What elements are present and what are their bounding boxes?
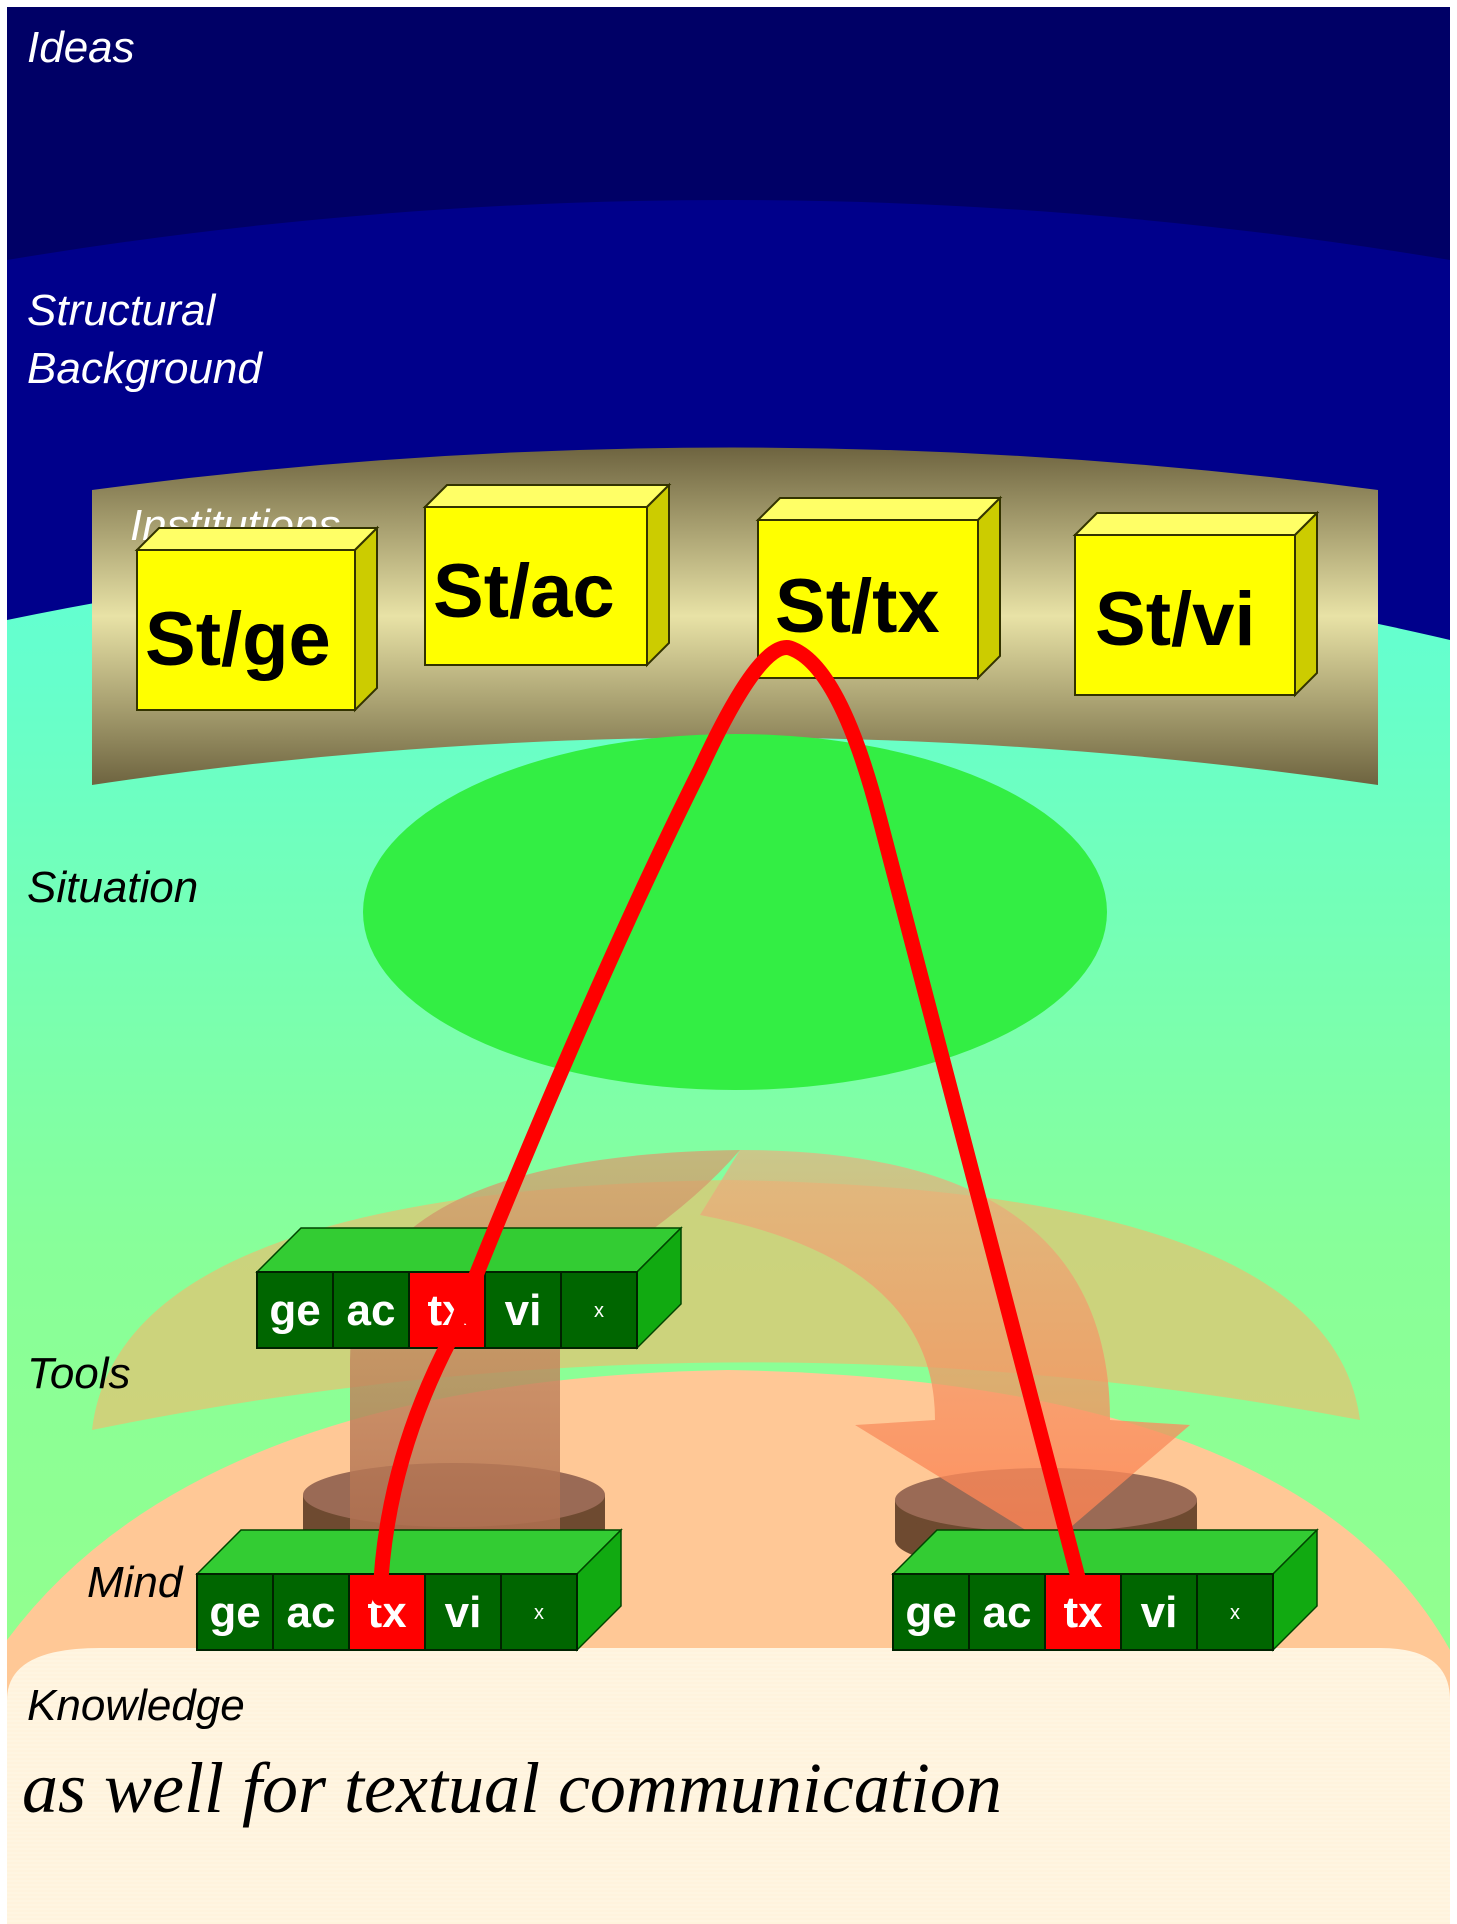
bar-cell-x [1196,1573,1274,1651]
knowledge-stripes [7,1648,1450,1924]
bar-cell-label-ac: ac [287,1588,336,1637]
bar-cell-label-ge: ge [905,1588,956,1637]
institution-boxes: St/ge St/ac St/tx St/vi [134,482,1320,713]
layer-label-knowledge: Knowledge [27,1681,245,1730]
institution-label: St/vi [1095,577,1256,662]
layer-label-structural: Structural [27,286,217,335]
bar-cell-label-x: x [534,1602,544,1624]
bar-cell-label-x: x [1230,1602,1240,1624]
bar-cell-label-ge: ge [269,1286,320,1335]
bar-cell-label-ge: ge [209,1588,260,1637]
bar-cell-ge [256,1271,334,1349]
institution-label: St/tx [775,564,940,649]
communication-path [372,640,1088,1606]
bar-cell-label-vi: vi [505,1286,542,1335]
bar-cell-label-tx: tx [1063,1588,1103,1637]
bar-top-face [891,1529,1319,1575]
bar-cell-ge [892,1573,970,1651]
situation-ellipse [363,734,1107,1090]
institution-box-ge: St/ge [134,525,380,713]
bar-cell-label-ac: ac [983,1588,1032,1637]
bar-cell-vi [424,1573,502,1651]
institution-box-tx: St/tx [755,495,1003,681]
bar-cell-label-vi: vi [1141,1588,1178,1637]
institution-label: St/ge [145,597,331,682]
bar-top-face [255,1227,683,1273]
bar-cell-x [500,1573,578,1651]
bar-cell-label-vi: vi [445,1588,482,1637]
bar-cell-label-x: x [594,1300,604,1322]
bar-cell-vi [484,1271,562,1349]
institution-label: St/ac [433,549,615,634]
layer-label-ideas: Ideas [27,23,135,72]
bar-cell-x [560,1271,638,1349]
layer-label-tools: Tools [27,1349,131,1398]
layer-label-background: Background [27,344,263,393]
institution-box-ac: St/ac [422,482,672,668]
bar-cell-ac [968,1573,1046,1651]
caption: as well for textual communication [22,1748,1002,1828]
bar-cell-ac [272,1573,350,1651]
institution-box-vi: St/vi [1072,510,1320,698]
institutions-band [92,447,1378,785]
bar-cell-ge [196,1573,274,1651]
bar-cell-ac [332,1271,410,1349]
layer-label-situation: Situation [27,863,198,912]
layer-label-mind: Mind [87,1558,184,1607]
bar-cell-label-ac: ac [347,1286,396,1335]
transfer-arrow-right [700,1150,1190,1545]
bar-top-face [195,1529,623,1575]
